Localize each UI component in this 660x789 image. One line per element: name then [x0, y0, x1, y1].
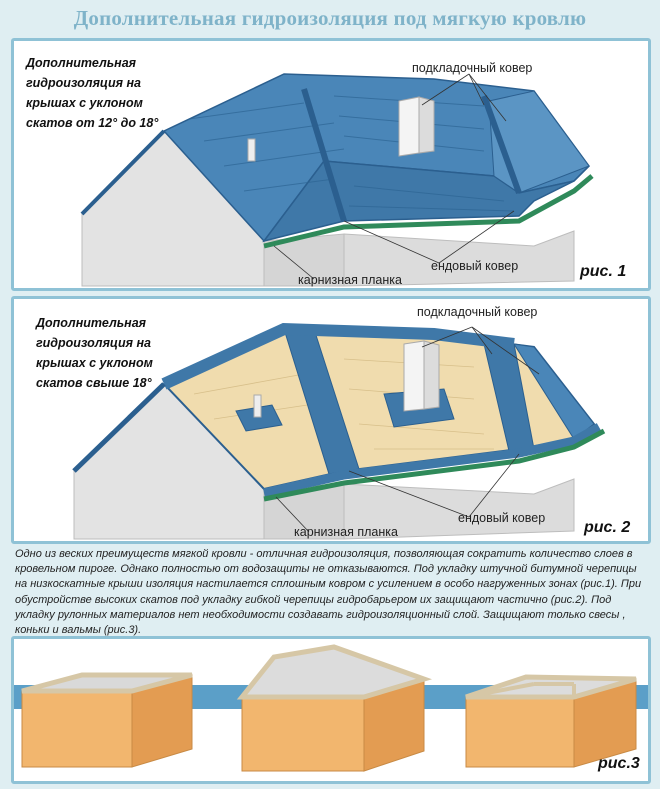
figure-label: рис. 1: [580, 263, 627, 280]
note-line: скатов от 12° до 18°: [26, 116, 159, 130]
label-eave: карнизная планка: [298, 273, 402, 287]
chimney-side: [423, 340, 440, 410]
front-wall: [343, 478, 575, 540]
note-line: крышах с уклоном: [36, 356, 153, 370]
note-line: гидроизоляция на: [26, 76, 141, 90]
slope-note-2: Дополнительная гидроизоляция на крышах с…: [36, 313, 153, 393]
house-a-roof: [21, 672, 193, 694]
label-underlay: подкладочный ковер: [412, 61, 533, 75]
front-wall: [343, 230, 575, 287]
figure-2-panel: Дополнительная гидроизоляция на крышах с…: [11, 296, 651, 544]
hip-slope: [488, 90, 590, 194]
house-c-roof: [465, 674, 637, 700]
gable-edge: [80, 129, 166, 216]
slope-note-1: Дополнительная гидроизоляция на крышах с…: [26, 53, 158, 133]
note-line: крышах с уклоном: [26, 96, 143, 110]
valley-carpet-right: [481, 94, 522, 195]
figure-1-panel: Дополнительная гидроизоляция на крышах с…: [11, 38, 651, 291]
roof-illustration-2: [72, 322, 606, 540]
valley-carpet-left: [301, 88, 347, 222]
roof-illustration-1: [80, 73, 594, 287]
label-underlay: подкладочный ковер: [417, 305, 538, 319]
house-c-hips: [465, 682, 576, 699]
chimney: [403, 340, 425, 412]
note-line: Дополнительная: [36, 316, 147, 330]
house-b-front: [241, 696, 365, 772]
eave-membrane: [263, 423, 602, 498]
chimney-side: [418, 96, 435, 154]
vent-pipe: [253, 394, 262, 418]
eave-strip: [263, 428, 606, 502]
page-title: Дополнительная гидроизоляция под мягкую …: [73, 6, 587, 30]
note-line: гидроизоляция на: [36, 336, 151, 350]
label-eave: карнизная планка: [294, 525, 398, 539]
label-valley: ендовый ковер: [431, 259, 519, 273]
house-c-front: [465, 696, 575, 768]
vent-pipe: [247, 138, 256, 162]
hip-strip: [512, 343, 595, 440]
ridge-strip: [161, 322, 515, 390]
house-a-front: [21, 690, 133, 768]
figure-label: рис.3: [598, 755, 640, 772]
roof-illustrations-3: [14, 644, 648, 772]
description-text: Одно из веских преимуществ мягкой кровли…: [15, 548, 642, 637]
figure-label: рис. 2: [584, 519, 631, 536]
leader-lines: [273, 73, 515, 280]
house-b-roof: [236, 644, 433, 700]
note-line: Дополнительная: [26, 56, 137, 70]
label-valley: ендовый ковер: [458, 511, 546, 525]
figure-3-panel: рис.3: [11, 636, 651, 784]
leader-lines: [275, 326, 540, 533]
note-line: скатов свыше 18°: [36, 376, 152, 390]
gable-edge: [72, 382, 166, 473]
eave-strip: [263, 174, 594, 249]
chimney: [398, 96, 420, 157]
